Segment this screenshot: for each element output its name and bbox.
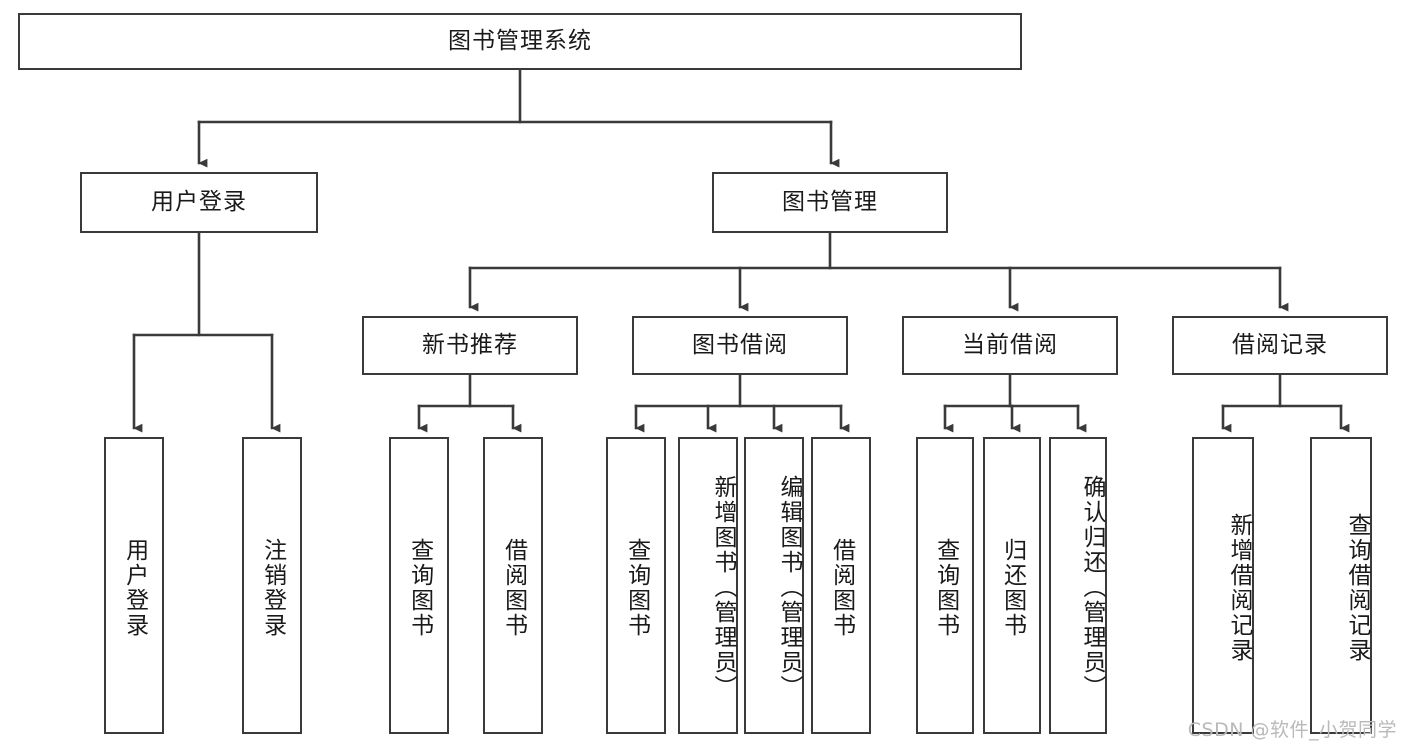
node-new-book-recommend[interactable]: 新书推荐 [362,316,578,375]
node-root[interactable]: 图书管理系统 [18,13,1022,70]
leaf-borrow-book[interactable]: 借阅图书 [811,437,871,734]
leaf-query-borrow-record[interactable]: 查询借阅记录 [1310,437,1372,734]
node-user-login[interactable]: 用户登录 [80,172,318,233]
leaf-add-borrow-record[interactable]: 新增借阅记录 [1192,437,1254,734]
node-current-borrow[interactable]: 当前借阅 [902,316,1118,375]
leaf-query-book-current[interactable]: 查询图书 [916,437,974,734]
leaf-add-book-admin[interactable]: 新增图书（管理员） [678,437,738,734]
leaf-query-book-recommend[interactable]: 查询图书 [389,437,449,734]
leaf-return-book[interactable]: 归还图书 [983,437,1041,734]
leaf-query-book-borrow[interactable]: 查询图书 [606,437,666,734]
node-borrow-record[interactable]: 借阅记录 [1172,316,1388,375]
leaf-borrow-book-recommend[interactable]: 借阅图书 [483,437,543,734]
leaf-edit-book-admin[interactable]: 编辑图书（管理员） [744,437,804,734]
leaf-logout[interactable]: 注销登录 [242,437,302,734]
leaf-user-login[interactable]: 用户登录 [104,437,164,734]
leaf-confirm-return-admin[interactable]: 确认归还（管理员） [1049,437,1107,734]
node-book-borrow[interactable]: 图书借阅 [632,316,848,375]
node-book-management[interactable]: 图书管理 [712,172,948,233]
csdn-watermark: CSDN @软件_小贺同学 [1187,719,1397,741]
